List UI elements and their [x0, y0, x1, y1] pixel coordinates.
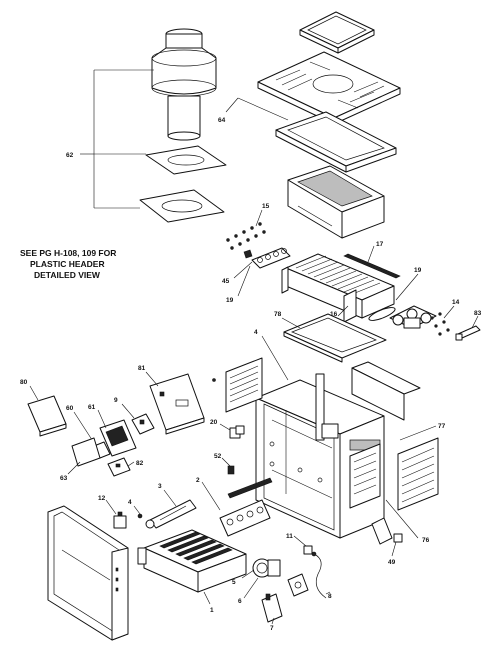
- top-cap: [299, 11, 375, 54]
- callout-63: 63: [60, 475, 68, 482]
- callout-64: 64: [218, 117, 226, 124]
- callout-19-right: 19: [414, 267, 422, 274]
- header-seal: [243, 249, 253, 259]
- front-door-panel: [47, 505, 129, 641]
- callout-9: 9: [114, 397, 118, 404]
- callout-80: 80: [20, 379, 28, 386]
- baffle-bar-17: [343, 253, 401, 279]
- part-20: [229, 425, 245, 439]
- callout-78: 78: [274, 311, 282, 318]
- display-module: [93, 419, 137, 459]
- part-7: [261, 593, 283, 623]
- sensor-cable-8: [311, 551, 327, 599]
- plate-63: [71, 437, 101, 467]
- screw-dot: [212, 378, 216, 382]
- callout-83: 83: [474, 310, 482, 317]
- callout-15: 15: [262, 203, 270, 210]
- callout-5: 5: [232, 579, 236, 586]
- bolt-set-14: [430, 312, 450, 336]
- top-panel: [257, 51, 401, 125]
- manifold-gasket-2: [219, 477, 273, 537]
- inner-louver: [349, 443, 381, 509]
- callout-76: 76: [422, 537, 430, 544]
- callout-60: 60: [66, 405, 74, 412]
- callout-16: 16: [330, 311, 338, 318]
- control-panel-81: [149, 373, 205, 435]
- part-11: [303, 545, 313, 555]
- pilot-tube-3: [145, 499, 197, 529]
- left-louver-panel: [225, 357, 263, 413]
- callout-81: 81: [138, 365, 146, 372]
- vent-stack: [151, 28, 217, 141]
- bracket-62: [80, 69, 154, 209]
- part-12: [113, 511, 127, 529]
- callout-6: 6: [238, 598, 242, 605]
- callout-4-top: 4: [254, 329, 258, 336]
- switch-9: [131, 413, 155, 435]
- callout-77: 77: [438, 423, 446, 430]
- bracket-83: [455, 325, 481, 341]
- callout-1: 1: [210, 607, 214, 614]
- callout-82-plate: 82: [136, 460, 144, 467]
- callout-61: 61: [88, 404, 96, 411]
- back-panel-strip: [351, 361, 421, 421]
- part-49: [371, 517, 403, 545]
- callout-62: 62: [66, 152, 74, 159]
- note-line-1: SEE PG H-108, 109 FOR: [20, 248, 116, 258]
- burner-tray-1: [137, 529, 247, 593]
- note-line-3: DETAILED VIEW: [34, 270, 101, 280]
- callout-8: 8: [328, 593, 332, 600]
- bolt-set-15: [226, 222, 266, 250]
- part-52: [227, 465, 235, 475]
- callout-52: 52: [214, 453, 222, 460]
- right-header: [389, 305, 437, 329]
- flue-frame: [275, 111, 397, 173]
- tray-78: [283, 313, 387, 363]
- oring-19-right: [368, 307, 396, 321]
- callout-45: 45: [222, 278, 230, 285]
- callout-4-small: 4: [128, 499, 132, 506]
- note-line-2: PLASTIC HEADER: [30, 259, 105, 269]
- part-4-small: [137, 513, 143, 519]
- cover-80: [27, 395, 67, 437]
- vent-gasket-lower: [139, 189, 225, 223]
- callout-7: 7: [270, 625, 274, 632]
- header-gasket-left: [251, 247, 291, 269]
- right-louver-panel: [397, 437, 439, 511]
- part-8-plate: [287, 573, 309, 597]
- flue-box: [287, 165, 385, 239]
- heat-exchanger: [281, 253, 395, 323]
- callout-11: 11: [286, 533, 293, 540]
- callout-49: 49: [388, 559, 396, 566]
- callout-3: 3: [158, 483, 162, 490]
- vent-gasket-upper: [145, 145, 227, 175]
- callout-14: 14: [452, 299, 460, 306]
- callout-2: 2: [196, 477, 200, 484]
- callout-20: 20: [210, 419, 218, 426]
- callout-17: 17: [376, 241, 384, 248]
- gas-valve: [252, 558, 281, 578]
- plate-82: [107, 457, 131, 477]
- callout-12: 12: [98, 495, 106, 502]
- callout-19-left: 19: [226, 297, 234, 304]
